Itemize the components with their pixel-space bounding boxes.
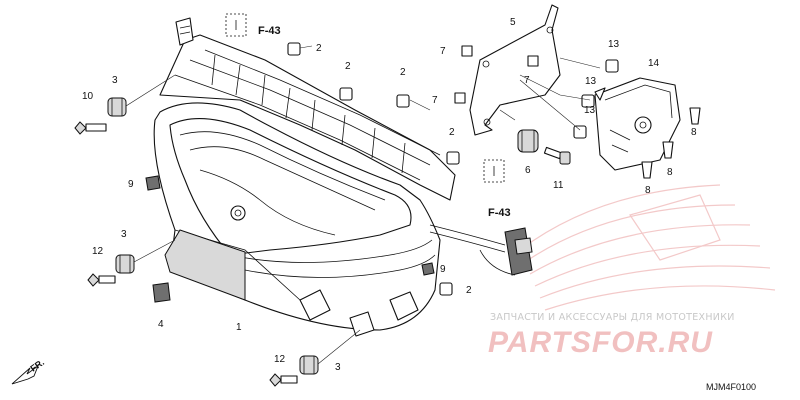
callout-5: 5 [510, 17, 516, 28]
callout-13: 13 [584, 105, 596, 116]
leader-lines [125, 45, 601, 365]
callout-8: 8 [645, 185, 651, 196]
callout-2: 2 [345, 61, 351, 72]
fasteners [74, 42, 701, 387]
callout-1: 1 [236, 322, 242, 333]
ref-label-mid: F-43 [488, 207, 511, 219]
wing-logo-watermark [519, 184, 776, 311]
callout-12: 12 [274, 354, 286, 365]
callout-9: 9 [440, 264, 446, 275]
headlight-assembly [153, 17, 456, 337]
callout-7: 7 [432, 95, 438, 106]
callout-2: 2 [449, 127, 455, 138]
callout-4: 4 [158, 319, 164, 330]
callout-11: 11 [553, 180, 564, 191]
callout-13: 13 [585, 76, 597, 87]
ref-label-top: F-43 [258, 25, 281, 37]
callout-6: 6 [525, 165, 531, 176]
ref-f43-top: F-43 [225, 13, 281, 37]
callout-3: 3 [121, 229, 127, 240]
callout-12: 12 [92, 246, 104, 257]
callout-14: 14 [648, 58, 660, 69]
control-unit-part-14 [594, 77, 681, 171]
watermark-caption: ЗАПЧАСТИ И АКСЕССУАРЫ ДЛЯ МОТОТЕХНИКИ [490, 312, 735, 323]
wiring-harness [429, 224, 533, 276]
callout-10: 10 [82, 91, 94, 102]
callout-8: 8 [667, 167, 673, 178]
callout-2: 2 [466, 285, 472, 296]
callout-13: 13 [608, 39, 620, 50]
callout-2: 2 [316, 43, 322, 54]
callout-8: 8 [691, 127, 697, 138]
callout-3: 3 [112, 75, 118, 86]
bracket-part-5 [469, 4, 561, 136]
callout-7: 7 [524, 75, 530, 86]
watermark-brand: PARTSFOR.RU [488, 326, 713, 359]
fr-direction-arrow: FR. [11, 357, 46, 385]
callout-9: 9 [128, 179, 134, 190]
callout-2: 2 [400, 67, 406, 78]
ref-f43-mid: F-43 [483, 159, 511, 219]
callouts: 1 2 2 2 2 2 3 3 3 4 5 6 7 7 7 8 8 8 9 9 … [82, 17, 697, 373]
callout-7: 7 [440, 46, 446, 57]
callout-3: 3 [335, 362, 341, 373]
diagram-code: MJM4F0100 [706, 382, 756, 392]
